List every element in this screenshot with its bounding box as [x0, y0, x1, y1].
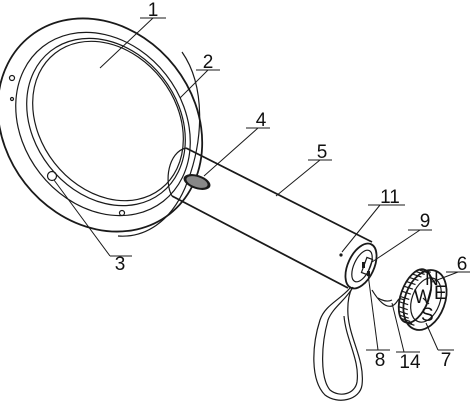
compass-n: N — [425, 269, 439, 290]
part-labels: 1 2 3 4 5 6 7 8 9 11 14 — [115, 0, 468, 373]
compass-cap: N S E W — [397, 268, 448, 331]
compass-e: E — [434, 283, 447, 304]
compass-s: S — [421, 305, 434, 326]
screw-hole — [46, 170, 58, 182]
label-11: 11 — [380, 187, 400, 208]
label-1: 1 — [148, 0, 159, 21]
label-3: 3 — [115, 254, 126, 275]
label-8: 8 — [375, 350, 386, 371]
label-9: 9 — [420, 211, 431, 232]
handle — [167, 147, 378, 290]
label-5: 5 — [317, 142, 328, 163]
compass-w: W — [414, 287, 432, 308]
label-2: 2 — [203, 52, 214, 73]
lanyard — [313, 286, 363, 401]
label-4: 4 — [256, 110, 267, 131]
lens-frame — [0, 17, 204, 237]
label-14: 14 — [399, 352, 421, 373]
label-7: 7 — [441, 350, 452, 371]
leader-lines — [53, 17, 470, 353]
label-6: 6 — [457, 254, 468, 275]
